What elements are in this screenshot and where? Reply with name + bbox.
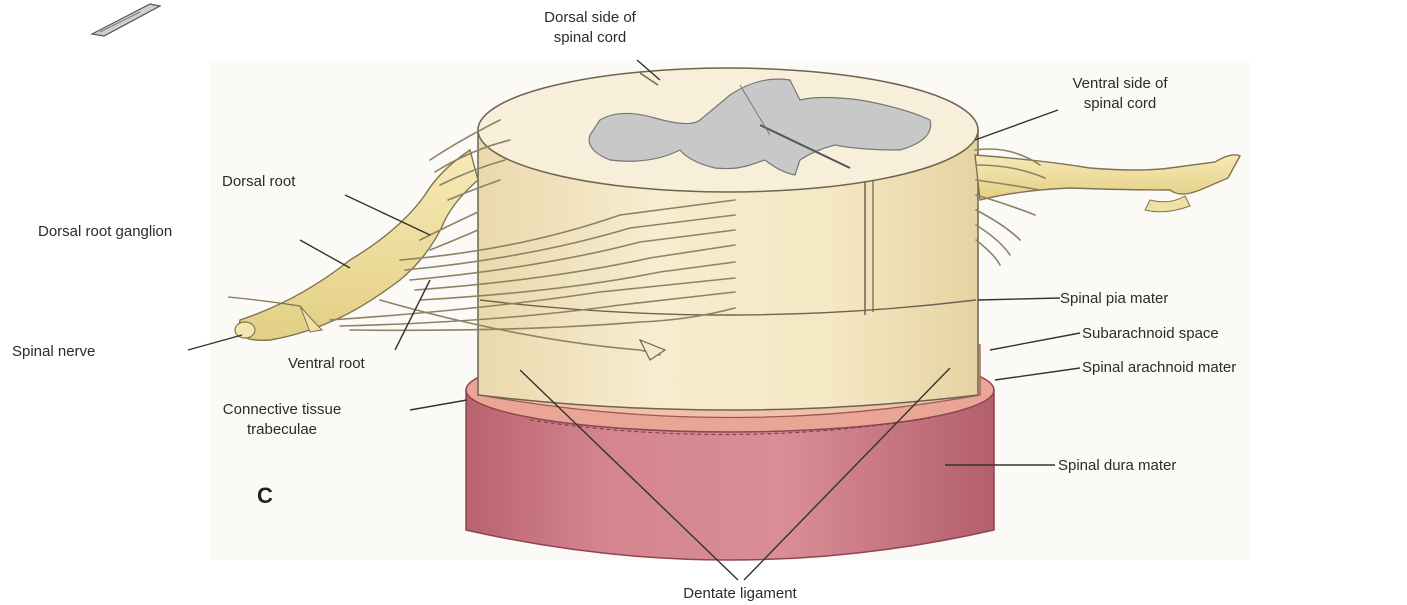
label-ventral-root: Ventral root xyxy=(288,355,366,372)
label-dorsal-side-2: spinal cord xyxy=(554,29,627,46)
label-spinal-dura-mater: Spinal dura mater xyxy=(1058,457,1176,474)
label-dorsal-root: Dorsal root xyxy=(222,173,296,190)
label-spinal-nerve: Spinal nerve xyxy=(12,343,95,360)
label-spinal-pia-mater: Spinal pia mater xyxy=(1060,290,1168,307)
label-connective-tissue-1: Connective tissue xyxy=(223,401,341,418)
label-dentate-ligament: Dentate ligament xyxy=(683,585,797,602)
spinal-cord-body xyxy=(478,68,978,410)
scalpel-icon xyxy=(92,4,160,36)
label-connective-tissue-2: trabeculae xyxy=(247,421,317,438)
label-subarachnoid-space: Subarachnoid space xyxy=(1082,325,1219,342)
label-spinal-arachnoid-mater: Spinal arachnoid mater xyxy=(1082,359,1236,376)
label-ventral-side-2: spinal cord xyxy=(1084,95,1157,112)
label-dorsal-side-1: Dorsal side of xyxy=(544,9,637,26)
label-dorsal-root-ganglion: Dorsal root ganglion xyxy=(38,223,172,240)
label-ventral-side-1: Ventral side of xyxy=(1072,75,1168,92)
panel-letter: C xyxy=(257,483,273,508)
